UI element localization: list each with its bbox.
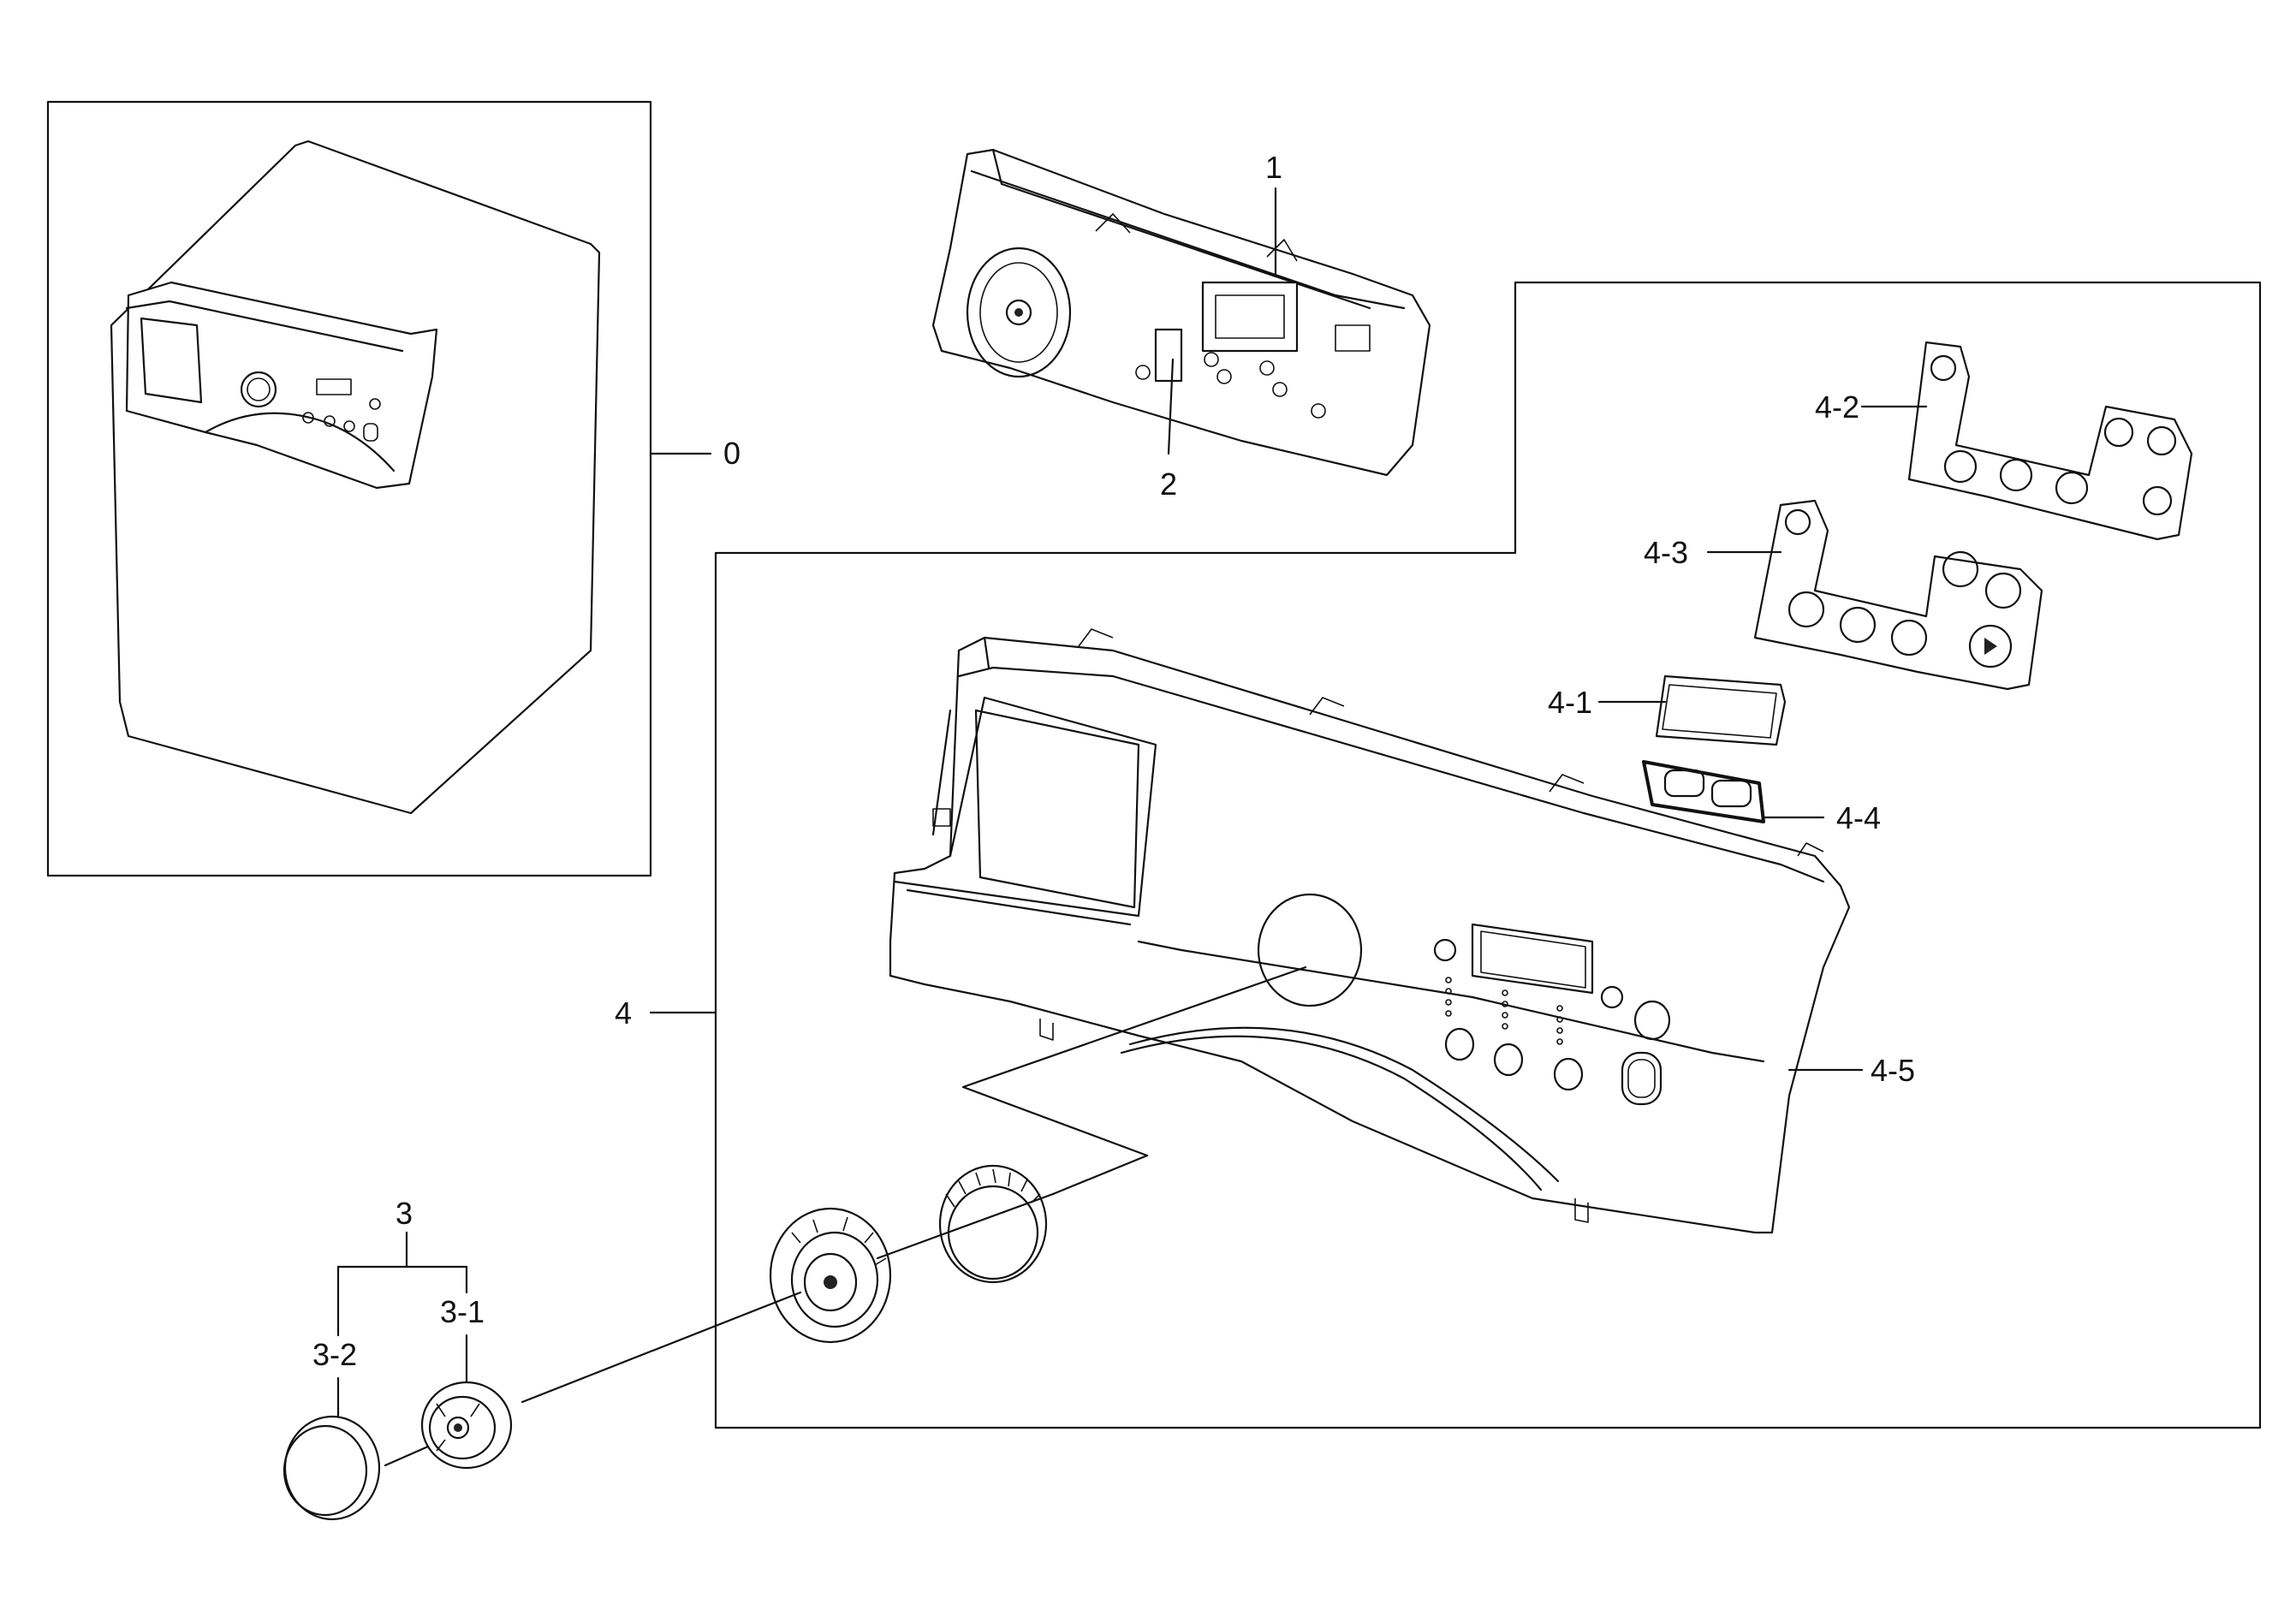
callout-1: 1	[1265, 150, 1282, 185]
knob-guide-line-2	[520, 1291, 802, 1404]
knob-bracket-3	[336, 1231, 468, 1337]
display-window-4-1[interactable]	[1655, 674, 1787, 746]
button-frame-4-4[interactable]	[1642, 760, 1765, 823]
leader-line-2	[1167, 358, 1175, 455]
callout-3: 3	[396, 1196, 413, 1231]
knob-ring[interactable]	[938, 1164, 1048, 1284]
button-set-4-3[interactable]	[1753, 499, 2043, 691]
knob-guide-line-1	[876, 1192, 1055, 1260]
callout-4-5: 4-5	[1871, 1053, 1915, 1088]
callout-3-1: 3-1	[440, 1294, 485, 1329]
knob-cap-3-2[interactable]	[283, 1415, 381, 1521]
knob-base[interactable]	[769, 1207, 892, 1344]
control-panel-4-5[interactable]	[889, 628, 1851, 1234]
pcb-assembly[interactable]	[931, 148, 1431, 477]
appliance-overview[interactable]	[110, 140, 601, 815]
callout-4-4: 4-4	[1836, 800, 1881, 835]
callout-0: 0	[723, 436, 741, 471]
button-holder-4-2[interactable]	[1907, 341, 2193, 541]
assembly-box-0	[46, 100, 652, 877]
callout-2: 2	[1160, 466, 1177, 502]
callout-4-3: 4-3	[1644, 535, 1688, 570]
knob-core-3-1[interactable]	[420, 1381, 513, 1470]
callout-4-1: 4-1	[1548, 685, 1592, 720]
callout-4: 4	[615, 995, 632, 1031]
dial-guide-lines	[961, 965, 1307, 1157]
assembly-box-4	[714, 281, 2262, 1429]
callout-4-2: 4-2	[1815, 389, 1859, 425]
callout-3-2: 3-2	[312, 1337, 357, 1372]
